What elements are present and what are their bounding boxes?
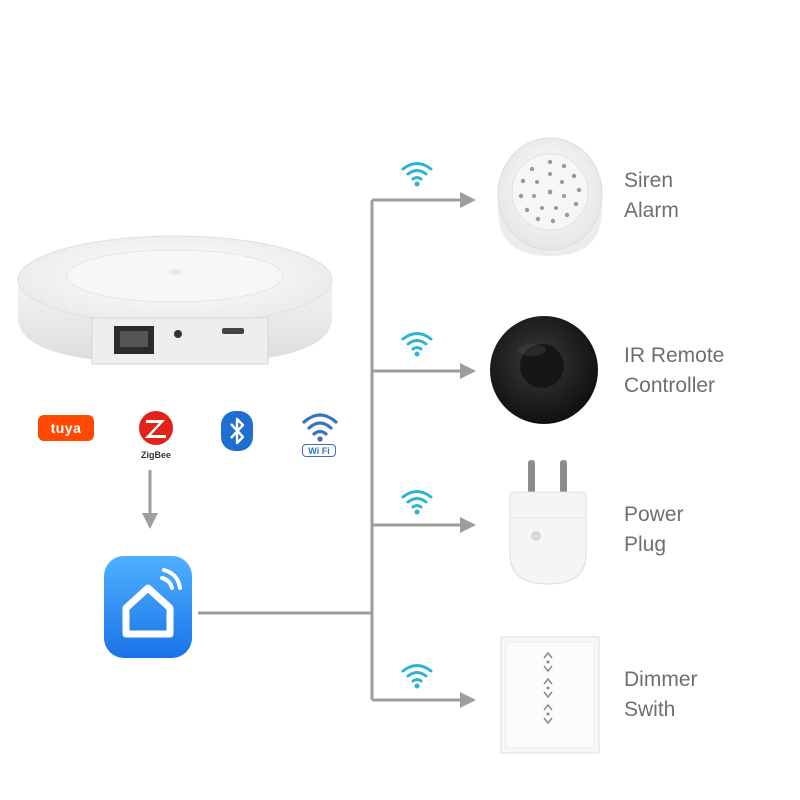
wifi-signal-icon-plug: [401, 490, 433, 515]
siren-alarm-image: [497, 137, 603, 256]
device-label-ir-remote: IR Remote Controller: [624, 344, 725, 397]
dimmer-switch-image: [500, 636, 600, 754]
tuya-logo: tuya: [38, 415, 94, 441]
wifi-signal-icon-siren: [401, 162, 433, 187]
bluetooth-logo: [220, 410, 254, 452]
gateway-hub-image: [17, 235, 333, 365]
wifi-logo-icon: [302, 413, 338, 442]
smart-home-app-icon: [104, 556, 192, 658]
bluetooth-icon: [221, 411, 253, 451]
wifi-logo: Wi Fi: [298, 408, 342, 460]
tuya-logo-text: tuya: [50, 420, 82, 436]
zigbee-icon: [139, 411, 173, 445]
zigbee-logo: ZigBee: [136, 408, 176, 468]
wifi-signal-icon-switch: [401, 664, 433, 689]
wifi-badge: Wi Fi: [302, 444, 336, 457]
home-icon: [122, 568, 182, 638]
arrow-down-app: [142, 513, 158, 529]
device-label-siren-alarm: Siren Alarm: [624, 169, 679, 222]
arrow-plug: [460, 517, 476, 533]
ir-remote-controller-image: [490, 316, 598, 424]
device-label-power-plug: Power Plug: [624, 503, 684, 556]
device-label-dimmer-switch: Dimmer Swith: [624, 668, 698, 721]
wifi-signal-icon-ir: [401, 332, 433, 357]
zigbee-label: ZigBee: [140, 450, 171, 460]
power-plug-image: [509, 460, 587, 585]
arrow-siren: [460, 192, 476, 208]
arrow-switch: [460, 692, 476, 708]
arrow-ir: [460, 363, 476, 379]
